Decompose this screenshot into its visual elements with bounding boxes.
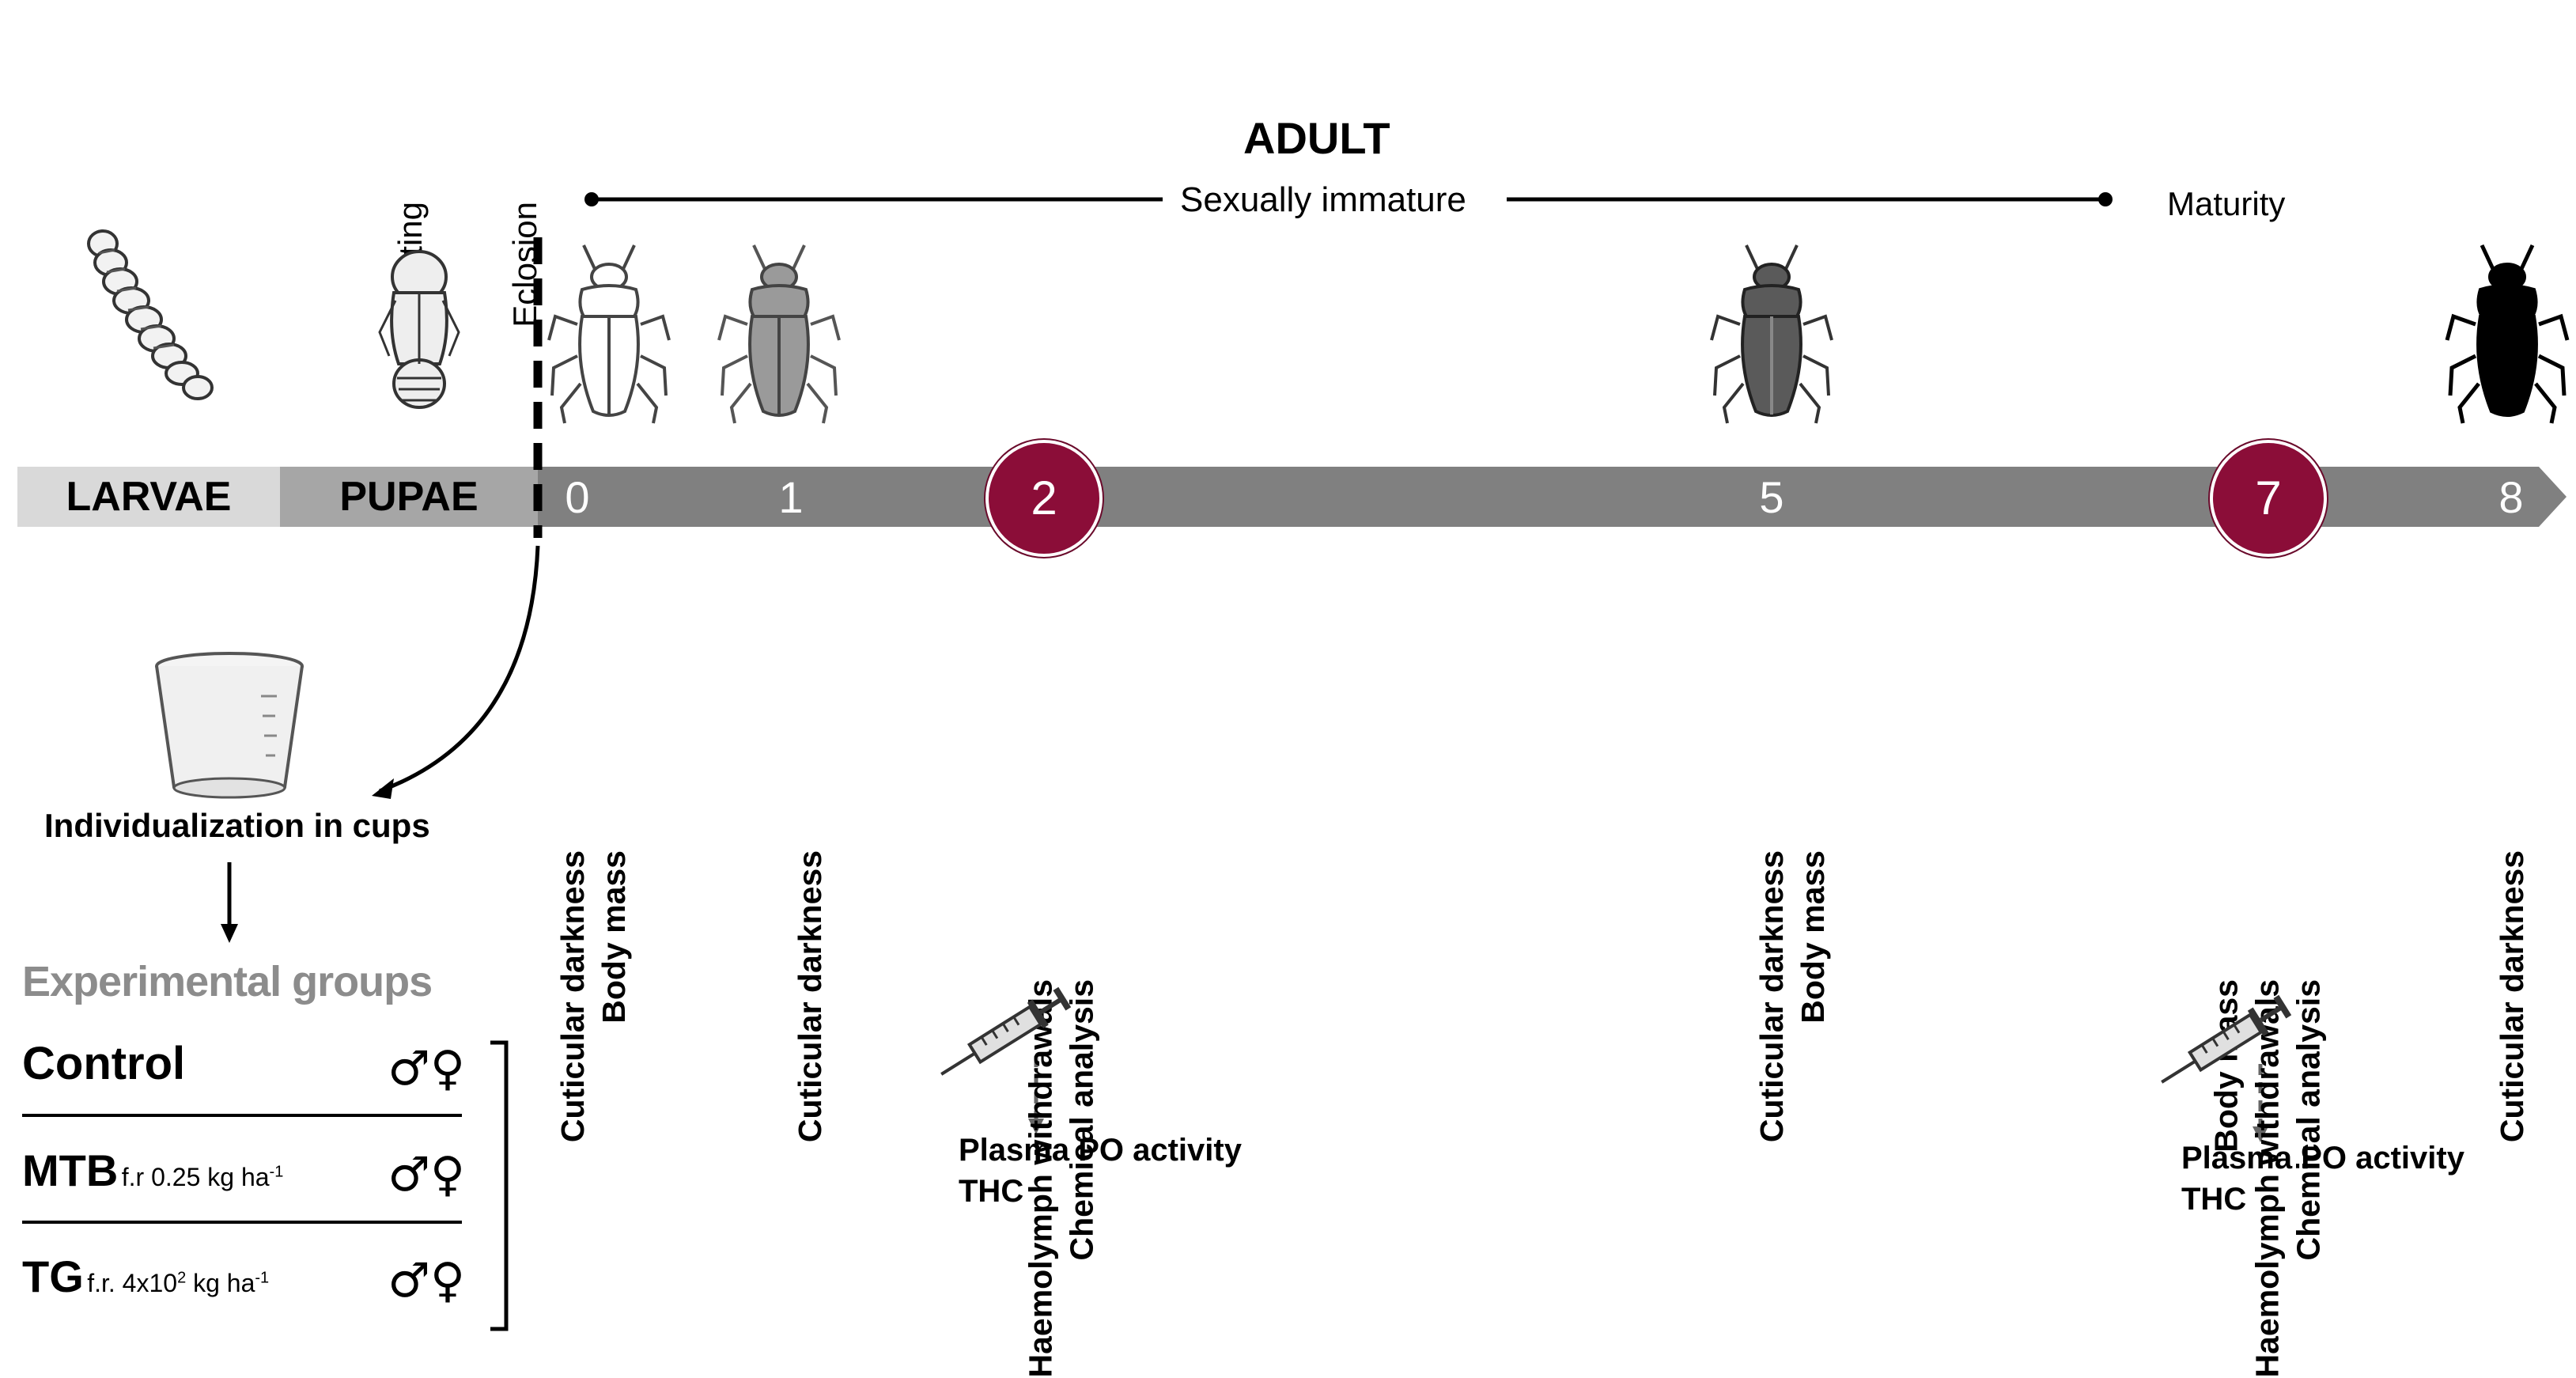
beetle-day5-icon — [1710, 244, 1833, 424]
eclosion-curve-arrow — [379, 545, 540, 793]
group-control-sex-icons: ♂♀ — [388, 1041, 465, 1096]
pupa-icon — [378, 250, 460, 409]
groups-bracket — [490, 1040, 509, 1331]
day2-arrow-head — [1028, 1119, 1044, 1134]
maturity-label: Maturity — [2167, 185, 2286, 222]
sexually-immature-label: Sexually immature — [1180, 180, 1466, 219]
syringe-day2-icon — [940, 986, 1072, 1076]
immature-start-dot — [584, 192, 599, 206]
header-lines — [584, 192, 2113, 206]
day7-arrow-head — [2253, 1126, 2268, 1142]
larvae-segment — [17, 467, 280, 527]
day-8-label: 8 — [2498, 472, 2524, 522]
beetle-day8-icon — [2445, 244, 2570, 424]
group-tg-name: TG — [22, 1251, 84, 1301]
curve-arrow-head — [372, 778, 394, 799]
group-mtb: MTB f.r 0.25 kg ha-1 ♂♀ — [22, 1119, 465, 1221]
group-tg: TG f.r. 4x102 kg ha-1 ♂♀ — [22, 1225, 465, 1327]
group-tg-sex-icons: ♂♀ — [388, 1253, 465, 1308]
group-mtb-dose: f.r 0.25 kg ha-1 — [121, 1163, 284, 1191]
day-5-label: 5 — [1759, 472, 1784, 522]
beetle-day1-icon — [717, 244, 841, 424]
syringe-day7-icon — [2161, 994, 2292, 1084]
beetle-day0-icon — [547, 244, 671, 424]
day-2-circle: 2 — [985, 440, 1103, 557]
group-control-name: Control — [22, 1038, 186, 1089]
cup-icon — [155, 652, 304, 799]
pupae-segment — [280, 467, 538, 527]
group-tg-dose: f.r. 4x102 kg ha-1 — [87, 1269, 270, 1297]
group-mtb-name: MTB — [22, 1145, 119, 1195]
down-arrow-head — [221, 924, 238, 943]
stage-larvae: LARVAE — [66, 474, 232, 520]
group-control: Control ♂♀ — [22, 1013, 465, 1115]
group-mtb-sex-icons: ♂♀ — [388, 1147, 465, 1202]
experimental-groups-title: Experimental groups — [22, 958, 433, 1005]
individualization-label: Individualization in cups — [44, 807, 430, 844]
immature-end-dot — [2098, 192, 2113, 206]
day-7-circle: 7 — [2210, 440, 2327, 557]
stage-pupae: PUPAE — [339, 474, 479, 520]
day-1-label: 1 — [778, 472, 804, 522]
day-0-label: 0 — [565, 472, 590, 522]
adult-title: ADULT — [1243, 113, 1390, 163]
larva-icon — [87, 229, 214, 400]
